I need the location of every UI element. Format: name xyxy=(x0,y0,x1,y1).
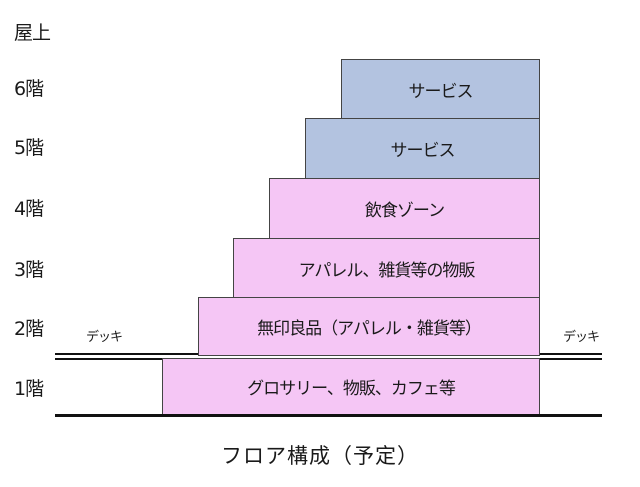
deck-line-right-upper xyxy=(540,353,602,355)
diagram-caption: フロア構成（予定） xyxy=(221,444,419,468)
floor-block-5: サービス xyxy=(305,118,540,179)
floor-block-1: グロサリー、物販、カフェ等 xyxy=(162,358,540,415)
floor-label-1: 1階 xyxy=(14,378,44,400)
deck-line-left-lower xyxy=(55,358,162,360)
deck-line-left-upper xyxy=(55,353,198,355)
deck-label-right: デッキ xyxy=(563,330,600,345)
floor-block-4: 飲食ゾーン xyxy=(269,178,540,239)
floor-block-6: サービス xyxy=(341,59,540,119)
floor-label-rooftop: 屋上 xyxy=(14,22,51,44)
deck-line-right-lower xyxy=(540,358,602,360)
floor-label-6: 6階 xyxy=(14,78,44,100)
floor-label-4: 4階 xyxy=(14,198,44,220)
floor-label-3: 3階 xyxy=(14,259,44,281)
ground-line xyxy=(55,414,602,417)
floor-label-2: 2階 xyxy=(14,318,44,340)
deck-label-left: デッキ xyxy=(86,330,123,345)
floor-block-3: アパレル、雑貨等の物販 xyxy=(233,238,540,298)
floor-label-5: 5階 xyxy=(14,137,44,159)
floor-block-2: 無印良品（アパレル・雑貨等） xyxy=(198,297,540,356)
